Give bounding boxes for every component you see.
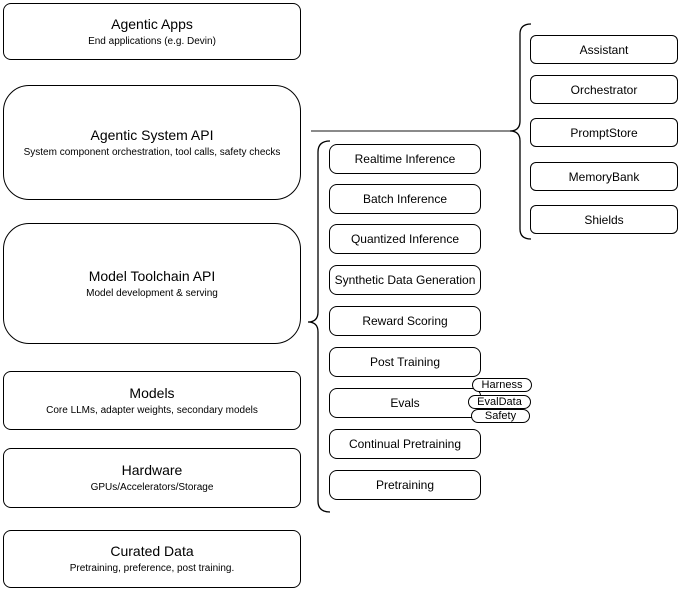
toolchain-item-label: Continual Pretraining [348, 437, 462, 451]
toolchain-item-label: Evals [390, 396, 420, 410]
toolchain-item-post-training: Post Training [329, 347, 481, 377]
system-component-label: MemoryBank [568, 169, 640, 184]
system-component-memorybank: MemoryBank [530, 162, 678, 191]
system-component-label: Orchestrator [570, 82, 638, 97]
box-model-toolchain-api-title: Model Toolchain API [88, 267, 216, 284]
box-models-title: Models [129, 384, 175, 401]
system-components-brace [509, 23, 532, 240]
eval-tag-safety: Safety [471, 409, 530, 423]
toolchain-item-label: Synthetic Data Generation [334, 273, 476, 287]
box-agentic-apps-subtitle: End applications (e.g. Devin) [88, 35, 216, 47]
system-component-assistant: Assistant [530, 35, 678, 64]
box-agentic-apps-title: Agentic Apps [111, 15, 193, 32]
toolchain-item-label: Pretraining [375, 478, 435, 492]
toolchain-item-quantized-inference: Quantized Inference [329, 224, 481, 254]
eval-tag-evaldata: EvalData [468, 395, 531, 409]
box-models: Models Core LLMs, adapter weights, secon… [3, 371, 301, 430]
box-hardware-subtitle: GPUs/Accelerators/Storage [90, 482, 214, 493]
eval-tag-label: Safety [484, 409, 517, 422]
box-agentic-system-api-title: Agentic System API [90, 126, 214, 143]
toolchain-item-label: Post Training [369, 355, 441, 369]
system-component-label: PromptStore [570, 125, 638, 140]
toolchain-item-continual-pretraining: Continual Pretraining [329, 429, 481, 459]
box-hardware: Hardware GPUs/Accelerators/Storage [3, 448, 301, 508]
box-curated-data: Curated Data Pretraining, preference, po… [3, 530, 301, 588]
box-agentic-system-api: Agentic System API System component orch… [3, 85, 301, 200]
toolchain-item-label: Batch Inference [362, 192, 448, 206]
toolchain-item-evals: Evals [329, 388, 481, 418]
eval-tag-label: Harness [481, 378, 523, 391]
eval-tag-harness: Harness [472, 378, 532, 392]
toolchain-item-realtime-inference: Realtime Inference [329, 144, 481, 174]
eval-tag-label: EvalData [477, 395, 522, 408]
box-model-toolchain-api-subtitle: Model development & serving [86, 287, 218, 299]
toolchain-item-label: Realtime Inference [354, 152, 456, 166]
toolchain-item-label: Quantized Inference [350, 232, 460, 246]
toolchain-group-brace [307, 140, 331, 513]
toolchain-item-synthetic-data-generation: Synthetic Data Generation [329, 265, 481, 295]
system-component-shields: Shields [530, 205, 678, 234]
system-component-orchestrator: Orchestrator [530, 75, 678, 104]
system-component-label: Assistant [579, 42, 629, 57]
box-agentic-apps: Agentic Apps End applications (e.g. Devi… [3, 3, 301, 60]
system-component-promptstore: PromptStore [530, 118, 678, 147]
box-curated-data-title: Curated Data [110, 543, 194, 559]
toolchain-item-batch-inference: Batch Inference [329, 184, 481, 214]
toolchain-item-reward-scoring: Reward Scoring [329, 306, 481, 336]
system-component-label: Shields [584, 212, 624, 227]
box-hardware-title: Hardware [121, 462, 183, 478]
box-model-toolchain-api: Model Toolchain API Model development & … [3, 223, 301, 344]
toolchain-item-pretraining: Pretraining [329, 470, 481, 500]
box-curated-data-subtitle: Pretraining, preference, post training. [69, 563, 235, 574]
box-models-subtitle: Core LLMs, adapter weights, secondary mo… [46, 404, 258, 416]
box-agentic-system-api-subtitle: System component orchestration, tool cal… [23, 146, 281, 158]
toolchain-item-label: Reward Scoring [362, 314, 448, 328]
